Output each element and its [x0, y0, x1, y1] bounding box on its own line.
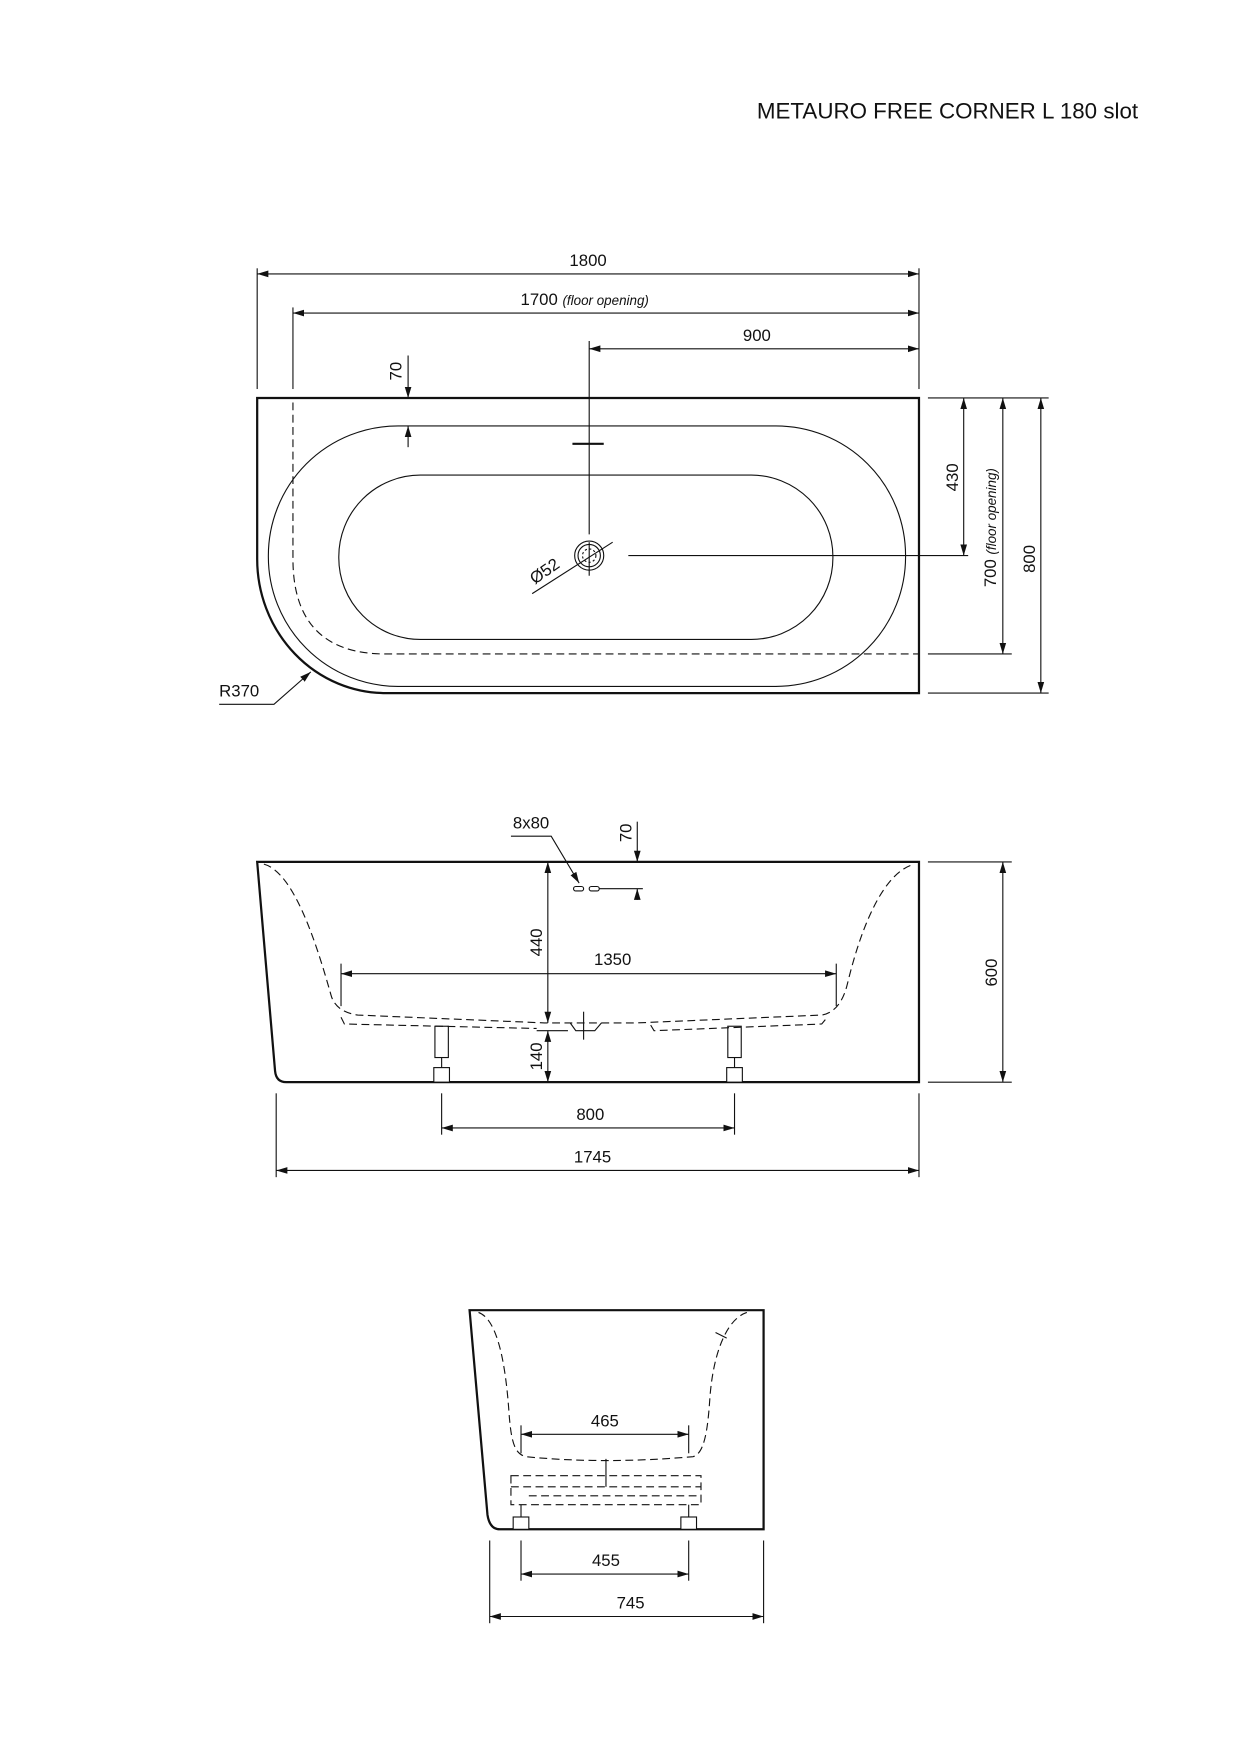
dim-floor-clearance: 140	[527, 1042, 546, 1070]
end-view: 465 455 745	[468, 1309, 765, 1624]
overflow-slot-icon	[572, 885, 643, 892]
dim-floor-opening-width: 700 (floor opening)	[981, 468, 1000, 587]
dim-rim-offset: 70	[386, 362, 405, 381]
dim-leg-spacing: 800	[576, 1105, 604, 1124]
leg-end-right	[680, 1504, 698, 1530]
dim-width: 800	[1020, 545, 1039, 573]
tub-inner-profile	[263, 863, 915, 1024]
dim-base-width: 745	[617, 1594, 645, 1613]
leg-left	[433, 1025, 451, 1083]
tub-inner-profile-end	[478, 1311, 748, 1462]
tub-outline-end	[468, 1309, 765, 1531]
dim-bottom-length: 1350	[594, 950, 631, 969]
dim-depth: 440	[527, 928, 546, 956]
tub-outline-side	[255, 860, 921, 1084]
leg-right	[726, 1025, 743, 1083]
support-frame	[510, 1475, 702, 1506]
dim-bottom-width: 465	[591, 1411, 619, 1430]
leg-end-left	[512, 1504, 530, 1530]
floor-opening-outline	[292, 402, 919, 655]
top-view: 1800 1700 (floor opening) 900 70 430 700…	[219, 251, 1049, 705]
dim-height: 600	[982, 959, 1001, 987]
dim-corner-radius: R370	[219, 681, 259, 700]
dim-drain-diameter: Ø52	[526, 554, 563, 588]
dim-length: 1800	[569, 251, 606, 270]
drawing-title: METAURO FREE CORNER L 180 slot	[757, 98, 1139, 123]
dim-overflow-slot: 8x80	[513, 813, 549, 832]
dim-overflow-offset: 70	[617, 824, 636, 843]
tub-outline-top	[256, 396, 921, 695]
dim-drain-to-back: 430	[943, 463, 962, 491]
tub-basin	[338, 474, 834, 641]
side-view: 8x80 70 440 1350 140 600 800 1745	[255, 813, 1012, 1178]
dim-drain-offset: 900	[743, 326, 771, 345]
dim-base-length: 1745	[574, 1148, 611, 1167]
dim-leg-spacing-end: 455	[592, 1551, 620, 1570]
dim-floor-opening-length: 1700 (floor opening)	[521, 290, 649, 309]
